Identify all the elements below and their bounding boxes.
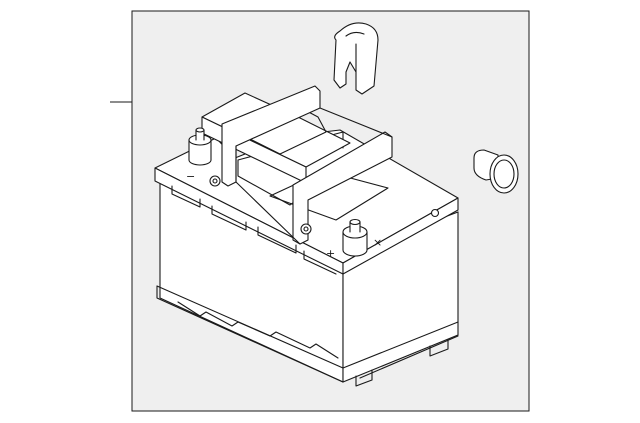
terminal-cover-cap	[333, 22, 379, 95]
battery-assembly: − + ×	[154, 85, 459, 387]
negative-terminal: −	[186, 127, 212, 183]
case-side-bracket	[355, 339, 449, 387]
battery-lid-side-skirt	[342, 197, 459, 275]
side-vent-hole	[430, 208, 440, 218]
push-pin-fastener	[473, 149, 519, 194]
positive-terminal-symbol-1: +	[326, 247, 335, 260]
case-bottom-wave	[177, 301, 339, 359]
positive-terminal-symbol-2: ×	[373, 236, 382, 249]
neg-clamp-bolt	[209, 175, 221, 187]
negative-terminal-symbol: −	[186, 170, 195, 183]
lid-skirt-notches	[171, 185, 337, 275]
battery-carry-handle	[221, 85, 393, 245]
pos-clamp-bolt	[300, 223, 312, 235]
positive-terminal: + ×	[326, 218, 382, 260]
